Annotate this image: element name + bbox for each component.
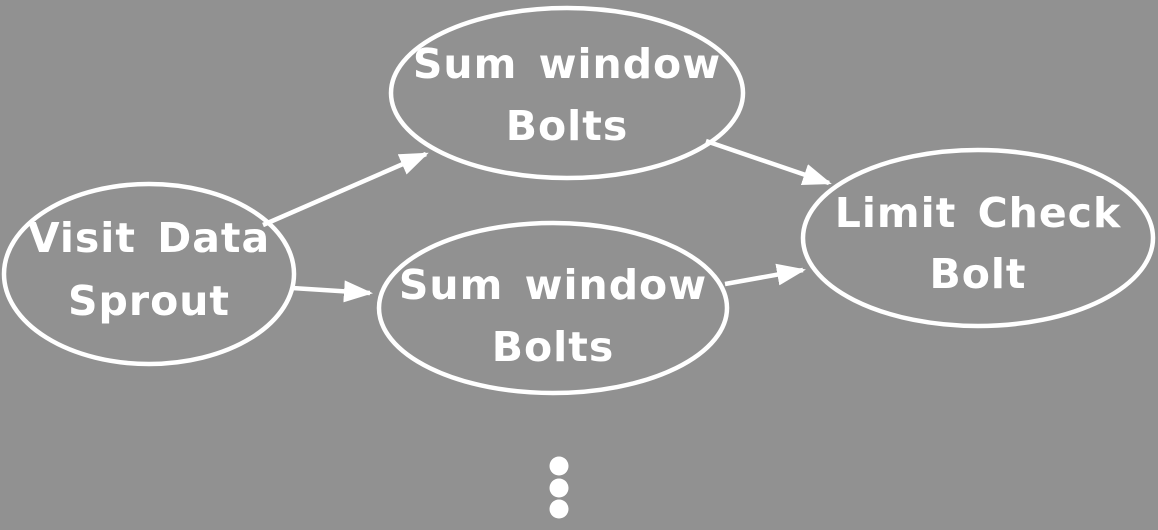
node-limit-check-bolt-label-line1: Limit Check (835, 189, 1122, 237)
ellipsis-dot-3 (549, 499, 569, 519)
edges-group (262, 138, 832, 303)
node-sum-window-bolts-top: Sum window Bolts (388, 5, 746, 181)
node-sum-window-bolts-mid-label-line1: Sum window (399, 261, 707, 309)
node-visit-data-sprout-shape (1, 181, 297, 367)
ellipsis-dot-2 (549, 478, 569, 498)
node-limit-check-bolt-shape (800, 147, 1156, 329)
edge-sum-mid-to-limit (724, 263, 806, 287)
node-visit-data-sprout-label-line2: Sprout (68, 277, 230, 325)
node-sum-window-bolts-mid-shape (376, 220, 730, 396)
node-limit-check-bolt-label-line2: Bolt (929, 250, 1026, 298)
node-sum-window-bolts-mid: Sum window Bolts (376, 220, 730, 396)
edge-visit-to-sum-top (262, 151, 429, 228)
node-sum-window-bolts-top-label-line2: Bolts (506, 102, 628, 150)
node-sum-window-bolts-mid-label-line2: Bolts (492, 323, 614, 371)
node-visit-data-sprout-label-line1: Visit Data (28, 214, 270, 262)
node-sum-window-bolts-top-shape (388, 5, 746, 181)
node-sum-window-bolts-top-label-line1: Sum window (413, 40, 721, 88)
more-nodes-ellipsis-icon (549, 456, 569, 519)
edge-sum-top-to-limit (705, 138, 832, 186)
node-visit-data-sprout: Visit Data Sprout (1, 181, 297, 367)
ellipsis-dot-1 (549, 456, 569, 476)
edge-visit-to-sum-mid (291, 280, 373, 303)
node-limit-check-bolt: Limit Check Bolt (800, 147, 1156, 329)
